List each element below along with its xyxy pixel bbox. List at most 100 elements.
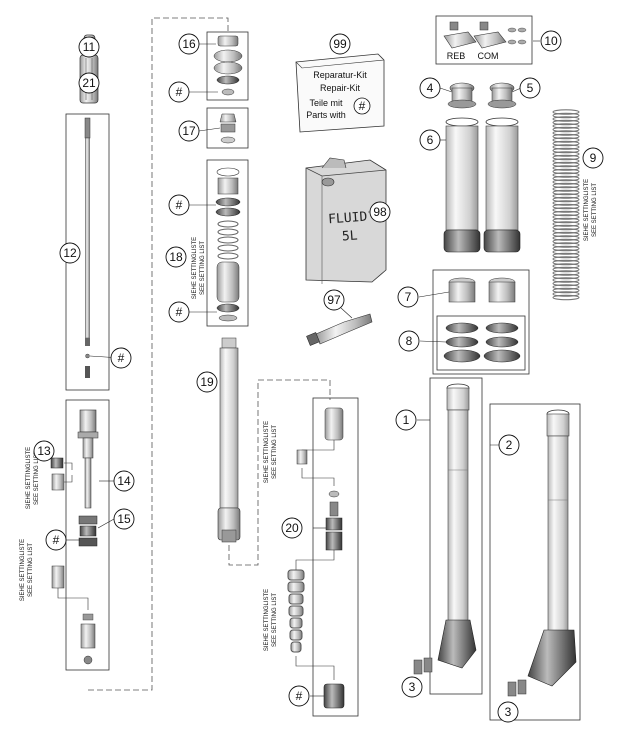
- part-2-fork-leg: [507, 409, 577, 697]
- callout-circle: [78, 72, 100, 94]
- spring-coil: [552, 200, 580, 206]
- callout-label: 6: [427, 133, 434, 147]
- spring-coil: [552, 277, 580, 283]
- setting-note-de: SIEHE SETTINGLISTE: [26, 447, 32, 509]
- setting-note-en: SEE SETTING LIST: [272, 425, 278, 479]
- spring-coil: [552, 196, 580, 203]
- cap-label-reb: REB: [447, 51, 466, 61]
- group-box-18: [206, 159, 249, 327]
- group-box-1: [429, 377, 483, 695]
- part-9-spring: [552, 109, 580, 301]
- spring-coil: [552, 116, 580, 122]
- spring-coil: [552, 231, 580, 238]
- callout-label: 15: [117, 512, 131, 526]
- callout-label: 12: [63, 246, 77, 260]
- spring-coil: [552, 217, 580, 224]
- spring-coil: [552, 294, 580, 301]
- part-18-cartridge: [215, 167, 241, 322]
- callout-label: #: [176, 305, 183, 319]
- callout-label: 13: [37, 444, 51, 458]
- part-19-inner-tube: [217, 337, 241, 543]
- callout-label: 9: [590, 151, 597, 165]
- callout-label: #: [118, 351, 125, 365]
- spring-coil: [552, 109, 580, 115]
- spring-coil: [552, 112, 580, 119]
- repair-kit-line4: Parts with: [306, 110, 346, 120]
- part-8-seals: [443, 322, 521, 363]
- setting-note-de: SIEHE SETTINGLISTE: [264, 421, 270, 483]
- group-box-7: [432, 269, 530, 375]
- repair-kit-line3: Teile mit: [309, 98, 343, 108]
- callout-circle: [395, 409, 417, 431]
- callout-circle: [168, 194, 190, 216]
- callout-circle: [419, 77, 441, 99]
- part-5-cap: [487, 82, 517, 109]
- spring-coil: [552, 137, 580, 143]
- spring-coil: [552, 224, 580, 231]
- repair-kit-hash: #: [359, 99, 366, 113]
- setting-note-de: SIEHE SETTINGLISTE: [20, 539, 26, 601]
- spring-coil: [552, 154, 580, 161]
- callout-label: 10: [544, 34, 558, 48]
- spring-coil: [552, 140, 580, 147]
- callout-circle: [59, 242, 81, 264]
- callout-circle: [168, 81, 190, 103]
- fluid-can: FLUID 5L: [305, 157, 387, 284]
- callout-circle: [113, 470, 135, 492]
- callout-circle: [288, 685, 310, 707]
- spring-coil: [552, 221, 580, 227]
- spring-coil: [552, 287, 580, 294]
- callout-label: 1: [403, 413, 410, 427]
- part-shim-stack: [51, 565, 96, 665]
- callout-label: 14: [117, 474, 131, 488]
- callout-label: 3: [409, 680, 416, 694]
- part-10-caps: REB COM: [443, 21, 527, 61]
- callout-label: 8: [406, 334, 413, 348]
- callout-label: 98: [373, 205, 387, 219]
- spring-coil: [552, 263, 580, 269]
- spring-coil: [552, 123, 580, 129]
- group-box-17: [206, 107, 249, 149]
- setting-note-box20-1: SIEHE SETTINGLISTE SEE SETTING LIST: [264, 421, 278, 483]
- callout-circle: [582, 147, 604, 169]
- spring-coil: [552, 235, 580, 241]
- spring-coil: [552, 249, 580, 255]
- spring-coil: [552, 175, 580, 182]
- callout-circle: [168, 301, 190, 323]
- spring-coil: [552, 119, 580, 126]
- group-box-10: [435, 15, 533, 65]
- callout-circle: [329, 33, 351, 55]
- part-15-piston: [78, 515, 98, 547]
- assembly-dash-line-2: [228, 379, 331, 566]
- callout-circle: [540, 30, 562, 52]
- callout-label: 17: [182, 124, 196, 138]
- callout-label: 11: [83, 40, 96, 54]
- callout-circle: [165, 246, 187, 268]
- spring-coil: [552, 189, 580, 196]
- spring-coil: [552, 126, 580, 133]
- spring-coil: [552, 252, 580, 259]
- part-4-cap: [447, 82, 477, 109]
- spring-coil: [552, 182, 580, 189]
- callout-circle: [323, 289, 345, 311]
- part-1-fork-leg: [413, 383, 477, 675]
- setting-note-de: SIEHE SETTINGLISTE: [584, 179, 590, 241]
- spring-coil: [552, 273, 580, 280]
- callout-label: #: [176, 198, 183, 212]
- callout-circle: [78, 36, 100, 58]
- setting-note-en: SEE SETTING LIST: [34, 451, 40, 505]
- callout-label: 4: [427, 81, 434, 95]
- spring-coil: [552, 245, 580, 252]
- spring-coil: [552, 193, 580, 199]
- spring-coil: [552, 144, 580, 150]
- part-20-base-valve: [287, 407, 345, 709]
- fluid-label-line2: 5L: [341, 228, 358, 244]
- callout-circle: [398, 330, 420, 352]
- part-6-sleeves: [443, 117, 521, 253]
- spring-coil: [552, 228, 580, 234]
- setting-note-box20-2: SIEHE SETTINGLISTE SEE SETTING LIST: [264, 589, 278, 651]
- setting-note-en: SEE SETTING LIST: [592, 183, 598, 237]
- callout-label: 16: [182, 37, 196, 51]
- callout-label: 2: [506, 438, 513, 452]
- callout-circle: [401, 676, 423, 698]
